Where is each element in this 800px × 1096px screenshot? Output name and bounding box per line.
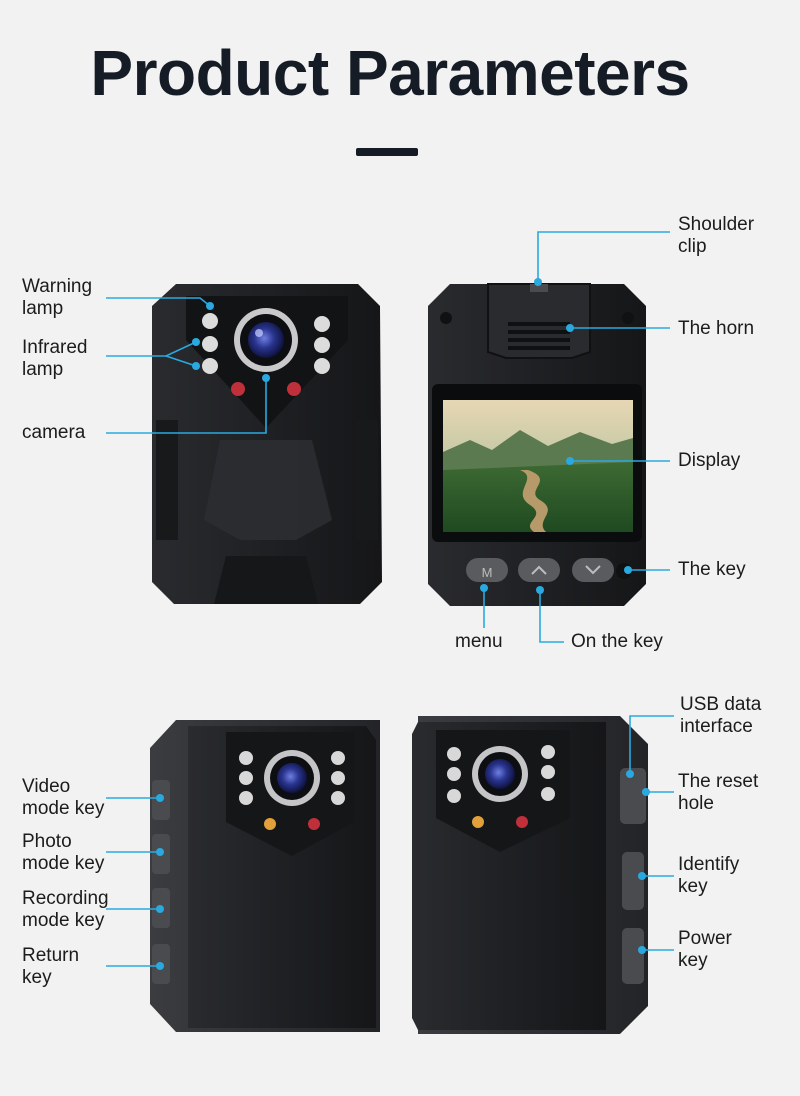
usb-port-icon[interactable] xyxy=(620,768,646,824)
label-camera: camera xyxy=(22,422,86,443)
label-the-key: The key xyxy=(678,559,746,580)
menu-button-glyph[interactable]: M xyxy=(482,565,493,580)
title-underline xyxy=(356,148,418,156)
side-camera-device-left xyxy=(150,720,380,1032)
down-chevron-icon[interactable] xyxy=(585,565,601,575)
label-the-horn: The horn xyxy=(678,318,755,339)
label-return-key: Return key xyxy=(22,945,80,988)
up-chevron-icon[interactable] xyxy=(531,565,547,575)
label-reset-hole: The reset hole xyxy=(678,771,759,814)
label-usb-data-interface: USB data interface xyxy=(680,694,762,737)
speaker-grille-icon xyxy=(508,322,570,350)
label-recording-mode-key: Recording mode key xyxy=(22,888,109,931)
camera-lens-icon xyxy=(264,750,320,806)
page-title: Product Parameters xyxy=(90,37,690,109)
label-video-mode-key: Video mode key xyxy=(22,776,105,819)
label-display: Display xyxy=(678,450,741,471)
label-on-the-key: On the key xyxy=(571,631,663,652)
label-identify-key: Identify key xyxy=(678,854,740,897)
back-camera-device: M xyxy=(428,283,646,606)
side-camera-device-right xyxy=(412,716,648,1034)
label-shoulder-clip: Shoulder clip xyxy=(678,214,755,257)
label-power-key: Power key xyxy=(678,928,732,971)
display-landscape-icon xyxy=(443,400,633,532)
led-icon xyxy=(202,313,330,374)
camera-lens-icon xyxy=(472,746,528,802)
label-infrared-lamp: Infrared lamp xyxy=(22,337,88,380)
front-camera-device xyxy=(152,284,382,604)
label-photo-mode-key: Photo mode key xyxy=(22,831,105,874)
camera-lens-icon xyxy=(234,308,298,372)
label-warning-lamp: Warning lamp xyxy=(22,276,93,319)
label-menu: menu xyxy=(455,631,503,652)
